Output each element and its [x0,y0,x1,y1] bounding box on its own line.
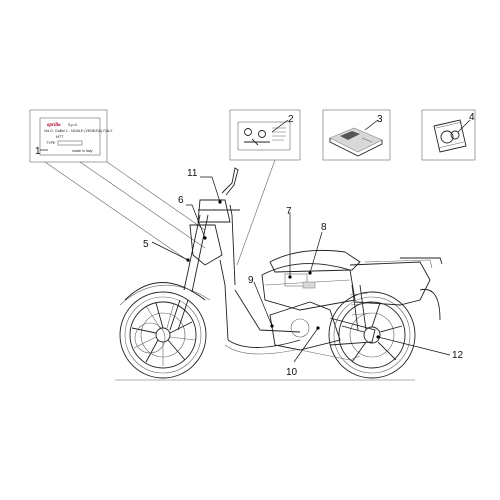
callout-4: 4 [469,112,475,123]
callout-11: 11 [187,168,198,179]
leader-lines [40,119,471,363]
label-suffix: S.p.A. [68,123,78,127]
callout-2: 2 [288,114,294,125]
callout-6: 6 [178,195,184,206]
sticker-box-4 [421,109,476,161]
callout-8: 8 [321,222,327,233]
callout-7: 7 [286,206,292,217]
label-brand: aprilia [47,123,61,128]
sticker-box-1: aprilia S.p.A. Via G. Galilei 1 - NOALE … [29,109,113,163]
callout-9: 9 [248,275,254,286]
sticker-box-3 [322,109,391,161]
scooter [115,167,443,381]
sticker-box-2 [229,109,301,161]
callout-12: 12 [452,350,464,361]
label-address: Via G. Galilei 1 - NOALE (VENEZIA) ITALY [44,129,113,133]
label-type: TYPE [46,141,56,145]
leader-dots [186,200,380,339]
callout-3: 3 [377,114,383,125]
label-made: made in Italy [72,149,93,153]
callout-10: 10 [286,367,298,378]
sticker-on-body [284,273,308,287]
callout-1: 1 [35,146,41,157]
projection-lines [44,161,206,263]
callout-5: 5 [143,239,149,250]
label-mtt: MTT [56,135,64,139]
